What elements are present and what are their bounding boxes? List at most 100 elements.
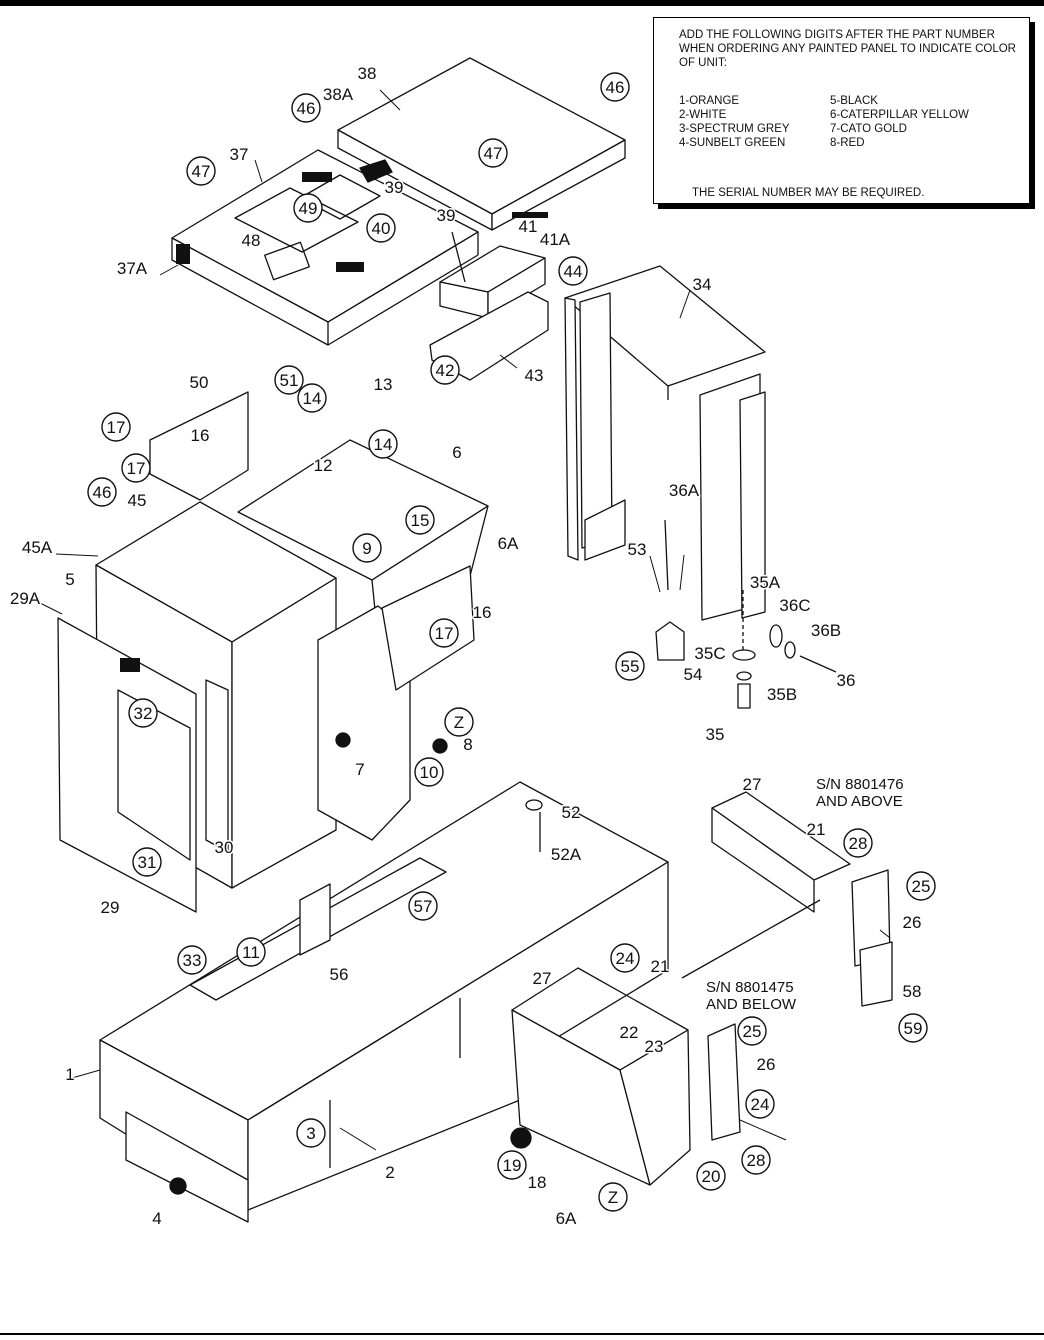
color-code-note-box: ADD THE FOLLOWING DIGITS AFTER THE PART …: [653, 17, 1030, 204]
callout-circled-25: 25: [906, 871, 936, 901]
callout-plain-6: 6: [452, 443, 461, 462]
callout-label: 25: [912, 877, 931, 896]
callout-circled-59: 59: [898, 1013, 928, 1043]
callout-circled-55: 55: [615, 651, 645, 681]
color-white: 2-WHITE: [679, 109, 727, 121]
leader-lines: [39, 89, 891, 1151]
callout-circle: [274, 365, 304, 395]
callout-plain-34: 34: [693, 275, 712, 294]
callout-circled-47: 47: [478, 138, 508, 168]
color-code-instruction: ADD THE FOLLOWING DIGITS AFTER THE PART …: [679, 29, 1016, 69]
serial-range-below-label: S/N 8801475 AND BELOW: [706, 979, 796, 1013]
callout-plain-12: 12: [314, 456, 333, 475]
color-black: 5-BLACK: [830, 95, 878, 107]
callout-circled-49: 49: [293, 193, 323, 223]
callout-plain-45: 45: [128, 491, 147, 510]
callout-label: 3: [306, 1124, 315, 1143]
callout-plain-7: 7: [355, 760, 364, 779]
color-orange: 1-ORANGE: [679, 95, 740, 107]
callout-plain-26: 26: [757, 1055, 776, 1074]
callout-circle: [598, 1182, 628, 1212]
callout-plain-37: 37: [230, 145, 249, 164]
air-duct-box-6: [149, 391, 489, 841]
callout-circled-24: 24: [610, 943, 640, 973]
callout-circle: [186, 156, 216, 186]
color-cato-gold: 7-CATO GOLD: [830, 123, 907, 135]
callout-circled-25: 25: [737, 1016, 767, 1046]
callout-label: 10: [420, 763, 439, 782]
callout-plain-35b: 35B: [767, 685, 797, 704]
callout-plain-52: 52: [562, 803, 581, 822]
callout-circle: [408, 891, 438, 921]
callout-circle: [121, 453, 151, 483]
callout-plain-16: 16: [473, 603, 492, 622]
callout-plain-36a: 36A: [669, 481, 700, 500]
serial-below-line1: S/N 8801475: [706, 979, 794, 996]
color-sunbelt-green: 4-SUNBELT GREEN: [679, 137, 786, 149]
callout-label: Z: [608, 1188, 618, 1207]
serial-number-note: THE SERIAL NUMBER MAY BE REQUIRED.: [692, 187, 925, 199]
serial-below-line2: AND BELOW: [706, 996, 797, 1013]
callout-plain-35: 35: [706, 725, 725, 744]
callout-circled-33: 33: [177, 945, 207, 975]
callout-circle: [737, 1016, 767, 1046]
color-caterpillar-yellow: 6-CATERPILLAR YELLOW: [830, 109, 969, 121]
callout-circle: [87, 477, 117, 507]
callout-plain-38: 38: [358, 64, 377, 83]
callout-circled-z: Z: [444, 707, 474, 737]
callout-circle: [101, 412, 131, 442]
lift-frame-34: [564, 265, 766, 621]
bracket-assembly-21: [681, 791, 893, 1007]
callout-circle: [610, 943, 640, 973]
top-border-rule: [0, 0, 1044, 6]
callout-circle: [696, 1161, 726, 1191]
enclosure-side-panels: [57, 501, 337, 913]
callout-label: 44: [564, 262, 583, 281]
control-box-18: [510, 967, 741, 1186]
callout-plain-6a: 6A: [556, 1209, 577, 1228]
callout-label: 49: [299, 199, 318, 218]
callout-label: 32: [134, 704, 153, 723]
callout-label: 17: [107, 418, 126, 437]
callout-circle: [444, 707, 474, 737]
callout-circled-46: 46: [600, 72, 630, 102]
callout-plain-50: 50: [190, 373, 209, 392]
callout-circled-17: 17: [101, 412, 131, 442]
callout-plain-56: 56: [330, 965, 349, 984]
callout-circled-9: 9: [352, 533, 382, 563]
callout-circle: [405, 505, 435, 535]
callout-circle: [414, 757, 444, 787]
callout-label: 14: [374, 435, 393, 454]
base-frame-1: [99, 781, 669, 1223]
callout-circled-14: 14: [368, 429, 398, 459]
callout-plain-36: 36: [837, 671, 856, 690]
hardware-stack-35: [525, 519, 837, 852]
callout-plain-22: 22: [620, 1023, 639, 1042]
callout-label: 31: [138, 853, 157, 872]
callout-circled-24: 24: [745, 1089, 775, 1119]
callout-circle: [600, 72, 630, 102]
callout-plain-36b: 36B: [811, 621, 841, 640]
callout-label: 47: [192, 162, 211, 181]
rear-cover-panel-38: [337, 57, 626, 231]
callout-label: 46: [606, 78, 625, 97]
callout-circled-17: 17: [429, 618, 459, 648]
callout-plain-36c: 36C: [779, 596, 810, 615]
callout-circle: [352, 533, 382, 563]
callout-circled-28: 28: [843, 828, 873, 858]
callout-plain-5: 5: [65, 570, 74, 589]
callout-circle: [236, 937, 266, 967]
callout-circled-14: 14: [297, 383, 327, 413]
callout-plain-6a: 6A: [498, 534, 519, 553]
color-list-right: 5-BLACK 6-CATERPILLAR YELLOW 7-CATO GOLD…: [830, 94, 969, 150]
callout-circled-51: 51: [274, 365, 304, 395]
callout-circled-42: 42: [430, 355, 460, 385]
callout-circle: [297, 383, 327, 413]
callout-circled-15: 15: [405, 505, 435, 535]
callout-circled-46: 46: [291, 93, 321, 123]
callout-circle: [291, 93, 321, 123]
callout-plain-39: 39: [385, 178, 404, 197]
callout-circle: [296, 1118, 326, 1148]
callout-plain-48: 48: [242, 231, 261, 250]
